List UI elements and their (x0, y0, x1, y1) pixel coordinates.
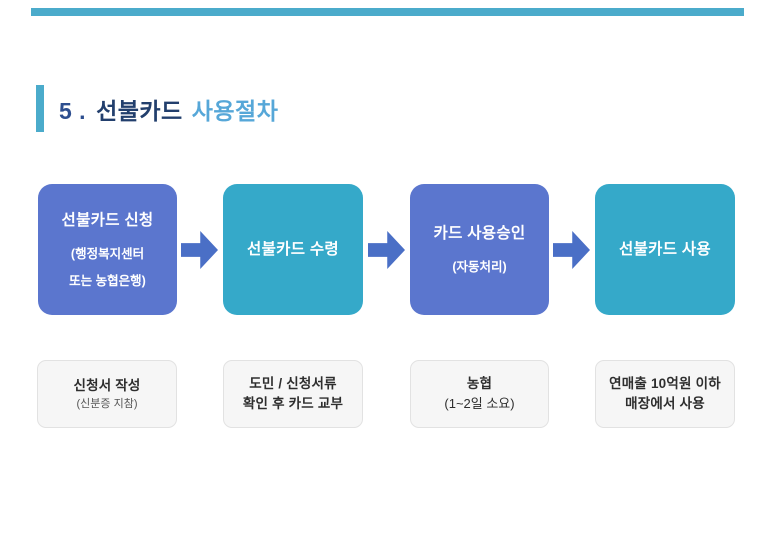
title-number: 5 . (59, 97, 87, 124)
flow-step-box-3: 카드 사용승인 (자동처리) (410, 184, 549, 315)
detail-line: 연매출 10억원 이하 (609, 376, 721, 391)
flow-step-subline: (행정복지센터 (70, 246, 145, 261)
detail-subline: (1~2일 소요) (444, 396, 515, 411)
arrow-right-icon (553, 231, 590, 269)
flow-step-3: 카드 사용승인 (자동처리) (410, 184, 549, 315)
flow-step-box-1: 선불카드 신청 (행정복지센터 또는 농협은행) (38, 184, 177, 315)
detail-box-1: 신청서 작성 (신분증 지참) (37, 360, 177, 428)
arrow-right-icon (181, 231, 218, 269)
detail-box-4: 연매출 10억원 이하 매장에서 사용 (595, 360, 735, 428)
arrow-right-icon (368, 231, 405, 269)
detail-box-2: 도민 / 신청서류 확인 후 카드 교부 (223, 360, 363, 428)
detail-line: 농협 (466, 376, 493, 391)
flow-step-subline: 또는 농협은행) (69, 273, 146, 288)
flow-step-subline: (자동처리) (452, 260, 507, 274)
detail-line: 도민 / 신청서류 (249, 376, 337, 391)
flow-step-label: 선불카드 수령 (247, 240, 339, 258)
detail-subline: (신분증 지참) (76, 398, 138, 410)
page-title: 5 . 선불카드 사용절차 (59, 92, 278, 126)
flow-step-label: 선불카드 신청 (61, 211, 154, 229)
flow-step-label: 선불카드 사용 (619, 240, 711, 258)
flow-step-2: 선불카드 수령 (223, 184, 363, 315)
flow-step-box-2: 선불카드 수령 (223, 184, 363, 315)
flow-step-4: 선불카드 사용 (595, 184, 735, 315)
detail-box-3: 농협 (1~2일 소요) (410, 360, 549, 428)
slide-title: 5 . 선불카드 사용절차 (36, 85, 278, 132)
detail-line: 신청서 작성 (73, 378, 141, 393)
title-dark-part: 선불카드 (96, 97, 183, 124)
title-accent-bar (36, 85, 44, 132)
title-light-part: 사용절차 (191, 97, 279, 124)
top-accent-bar (31, 8, 744, 16)
detail-line: 확인 후 카드 교부 (242, 396, 344, 411)
detail-line: 매장에서 사용 (625, 396, 705, 411)
flow-step-box-4: 선불카드 사용 (595, 184, 735, 315)
flow-step-label: 카드 사용승인 (433, 225, 526, 242)
flow-step-1: 선불카드 신청 (행정복지센터 또는 농협은행) (38, 184, 177, 315)
